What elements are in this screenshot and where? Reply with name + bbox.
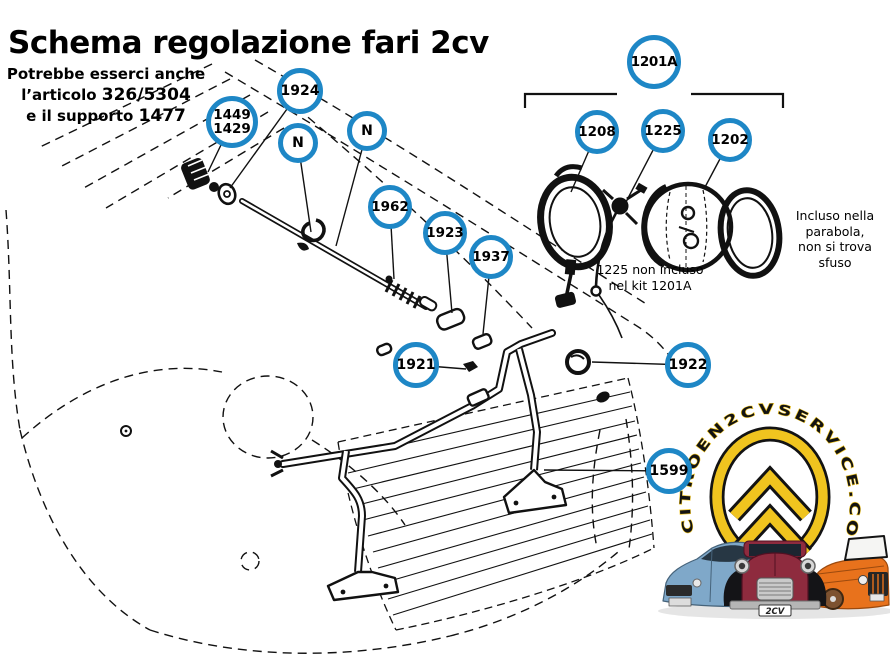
part-badge-1922[interactable]: 1922 [665, 342, 711, 388]
part-badge-n-1[interactable]: N [278, 123, 318, 163]
license-plate-2cv: 2CV [766, 607, 786, 617]
part-badge-1202[interactable]: 1202 [708, 118, 752, 162]
part-badge-n-2[interactable]: N [347, 111, 387, 151]
bar-clamp [466, 388, 490, 407]
part-badge-1201a[interactable]: 1201A [627, 35, 681, 89]
car-2cv: 2CV [723, 540, 827, 617]
part-badge-1962[interactable]: 1962 [368, 185, 412, 229]
block-1923-target [435, 307, 466, 331]
part-badge-1923[interactable]: 1923 [423, 211, 467, 255]
clip-n2-target [297, 242, 309, 251]
part-badge-1208[interactable]: 1208 [575, 110, 619, 154]
bar-foot-left [326, 570, 400, 602]
annotation-1225-non-incluso: 1225 non incluso nel kit 1201A [596, 262, 704, 293]
part-badge-1599[interactable]: 1599 [646, 448, 692, 494]
part-badge-1449-1429[interactable]: 1449 1429 [206, 96, 258, 148]
annotation-incluso-parabola: Incluso nella parabola, non si trova sfu… [795, 208, 875, 270]
body-outline-dashes [5, 209, 634, 654]
headlight-bar [270, 329, 610, 602]
fender-bolt-hole [120, 425, 132, 437]
note-line-3: e il supporto 1477 [26, 106, 186, 126]
part-badge-1924[interactable]: 1924 [277, 68, 323, 114]
page-title: Schema regolazione fari 2cv [8, 24, 489, 61]
adjuster-rod-assembly [181, 158, 438, 312]
headlight-hole [222, 375, 314, 459]
headlight-bucket [537, 173, 613, 271]
bar-foot-right [502, 468, 568, 515]
part-badge-1937[interactable]: 1937 [469, 235, 513, 279]
small-parts [376, 307, 493, 357]
rod-tip [419, 296, 438, 312]
car-mehari [811, 535, 890, 610]
kit-bracket [523, 92, 785, 108]
note-line-2: l’articolo 326/5304 [21, 85, 191, 105]
headlight-adjuster [590, 182, 648, 339]
grille-louvres [337, 377, 655, 631]
headlight-reflector [641, 181, 734, 273]
part-badge-1225[interactable]: 1225 [641, 109, 685, 153]
classic-cars-photo: 2CV [658, 535, 890, 619]
part-badge-1921[interactable]: 1921 [393, 342, 439, 388]
note-text: Potrebbe esserci anche l’articolo 326/53… [6, 64, 206, 127]
clip-n-target [301, 218, 326, 243]
headlight-rim [717, 187, 783, 279]
small-oval-part [596, 391, 610, 403]
bolt-1921-target [463, 361, 478, 372]
headlight-exploded [537, 164, 783, 339]
note-line-1: Potrebbe esserci anche [6, 65, 206, 83]
cylinder-1937-target [471, 332, 493, 350]
washer-1449-target [217, 182, 237, 206]
